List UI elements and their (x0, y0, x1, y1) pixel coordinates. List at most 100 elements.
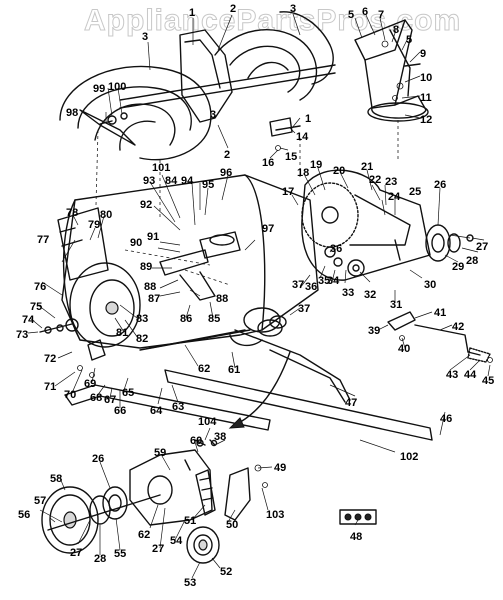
callout-16: 16 (262, 157, 274, 169)
callout-85: 85 (208, 313, 220, 325)
callout-83: 83 (136, 313, 148, 325)
callout-78: 78 (66, 207, 78, 219)
callout-labels: 1 2 3 3 3 2 1 14 15 16 5 6 7 8 5 9 10 11… (16, 3, 494, 589)
callout-56: 56 (18, 509, 30, 521)
callout-74: 74 (22, 314, 35, 326)
scraper-bar (64, 307, 433, 441)
leader-lines (27, 13, 491, 579)
callout-45: 45 (482, 375, 494, 387)
callout-54: 54 (170, 535, 183, 547)
callout-68: 68 (90, 392, 102, 404)
callout-41: 41 (434, 307, 446, 319)
callout-87: 87 (148, 293, 160, 305)
callout-20: 20 (333, 165, 345, 177)
callout-93: 93 (143, 175, 155, 187)
callout-100: 100 (108, 81, 126, 93)
callout-94: 94 (181, 175, 194, 187)
callout-12: 12 (420, 114, 432, 126)
callout-47: 47 (345, 397, 357, 409)
callout-52: 52 (220, 566, 232, 578)
callout-75: 75 (30, 301, 42, 313)
callout-1: 1 (305, 113, 311, 125)
callout-3: 3 (142, 31, 148, 43)
callout-2: 2 (230, 3, 236, 15)
callout-98: 98 (66, 107, 78, 119)
callout-38: 38 (214, 431, 226, 443)
watermark: AppliancePartsPros.com (84, 4, 461, 37)
auger-assembly (59, 11, 336, 161)
callout-9: 9 (420, 48, 426, 60)
callout-7: 7 (378, 9, 384, 21)
callout-37: 37 (298, 303, 310, 315)
callout-96: 96 (220, 167, 232, 179)
callout-39: 39 (368, 325, 380, 337)
callout-66: 66 (114, 405, 126, 417)
callout-104: 104 (198, 416, 217, 428)
callout-65: 65 (122, 387, 134, 399)
callout-24: 24 (388, 191, 401, 203)
callout-36: 36 (330, 243, 342, 255)
callout-72: 72 (44, 353, 56, 365)
callout-27: 27 (70, 547, 82, 559)
callout-67: 67 (104, 394, 116, 406)
callout-18: 18 (297, 167, 309, 179)
callout-99: 99 (93, 83, 105, 95)
callout-53: 53 (184, 577, 196, 589)
callout-6: 6 (362, 6, 368, 18)
callout-92: 92 (140, 199, 152, 211)
callout-70: 70 (64, 389, 76, 401)
callout-43: 43 (446, 369, 458, 381)
callout-32: 32 (364, 289, 376, 301)
callout-57: 57 (34, 495, 46, 507)
callout-23: 23 (385, 176, 397, 188)
callout-76: 76 (34, 281, 46, 293)
callout-101: 101 (152, 162, 170, 174)
callout-79: 79 (88, 219, 100, 231)
callout-89: 89 (140, 261, 152, 273)
callout-60: 60 (190, 435, 202, 447)
callout-103: 103 (266, 509, 284, 521)
callout-30: 30 (424, 279, 436, 291)
callout-10: 10 (420, 72, 432, 84)
callout-95: 95 (202, 179, 214, 191)
callout-3: 3 (210, 109, 216, 121)
callout-69: 69 (84, 378, 96, 390)
callout-40: 40 (398, 343, 410, 355)
callout-77: 77 (37, 234, 49, 246)
callout-88: 88 (144, 281, 156, 293)
callout-64: 64 (150, 405, 163, 417)
callout-5: 5 (348, 9, 354, 21)
callout-28: 28 (94, 553, 106, 565)
callout-61: 61 (228, 364, 240, 376)
callout-50: 50 (226, 519, 238, 531)
pulley-assembly (41, 439, 268, 564)
callout-59: 59 (154, 447, 166, 459)
callout-21: 21 (361, 161, 373, 173)
callout-3: 3 (290, 3, 296, 15)
callout-36: 36 (305, 281, 317, 293)
callout-19: 19 (310, 159, 322, 171)
callout-80: 80 (100, 209, 112, 221)
callout-26: 26 (92, 453, 104, 465)
callout-1: 1 (189, 7, 195, 19)
callout-44: 44 (464, 369, 477, 381)
callout-5: 5 (406, 34, 412, 46)
side-plate (39, 207, 109, 378)
callout-49: 49 (274, 462, 286, 474)
callout-58: 58 (50, 473, 62, 485)
callout-27: 27 (152, 543, 164, 555)
callout-62: 62 (138, 529, 150, 541)
callout-51: 51 (184, 515, 196, 527)
callout-63: 63 (172, 401, 184, 413)
callout-8: 8 (393, 24, 399, 36)
callout-35: 35 (318, 275, 330, 287)
callout-17: 17 (282, 186, 294, 198)
callout-28: 28 (466, 255, 478, 267)
callout-82: 82 (136, 333, 148, 345)
callout-48: 48 (350, 531, 362, 543)
callout-71: 71 (44, 381, 56, 393)
callout-22: 22 (369, 174, 381, 186)
callout-42: 42 (452, 321, 464, 333)
callout-46: 46 (440, 413, 452, 425)
